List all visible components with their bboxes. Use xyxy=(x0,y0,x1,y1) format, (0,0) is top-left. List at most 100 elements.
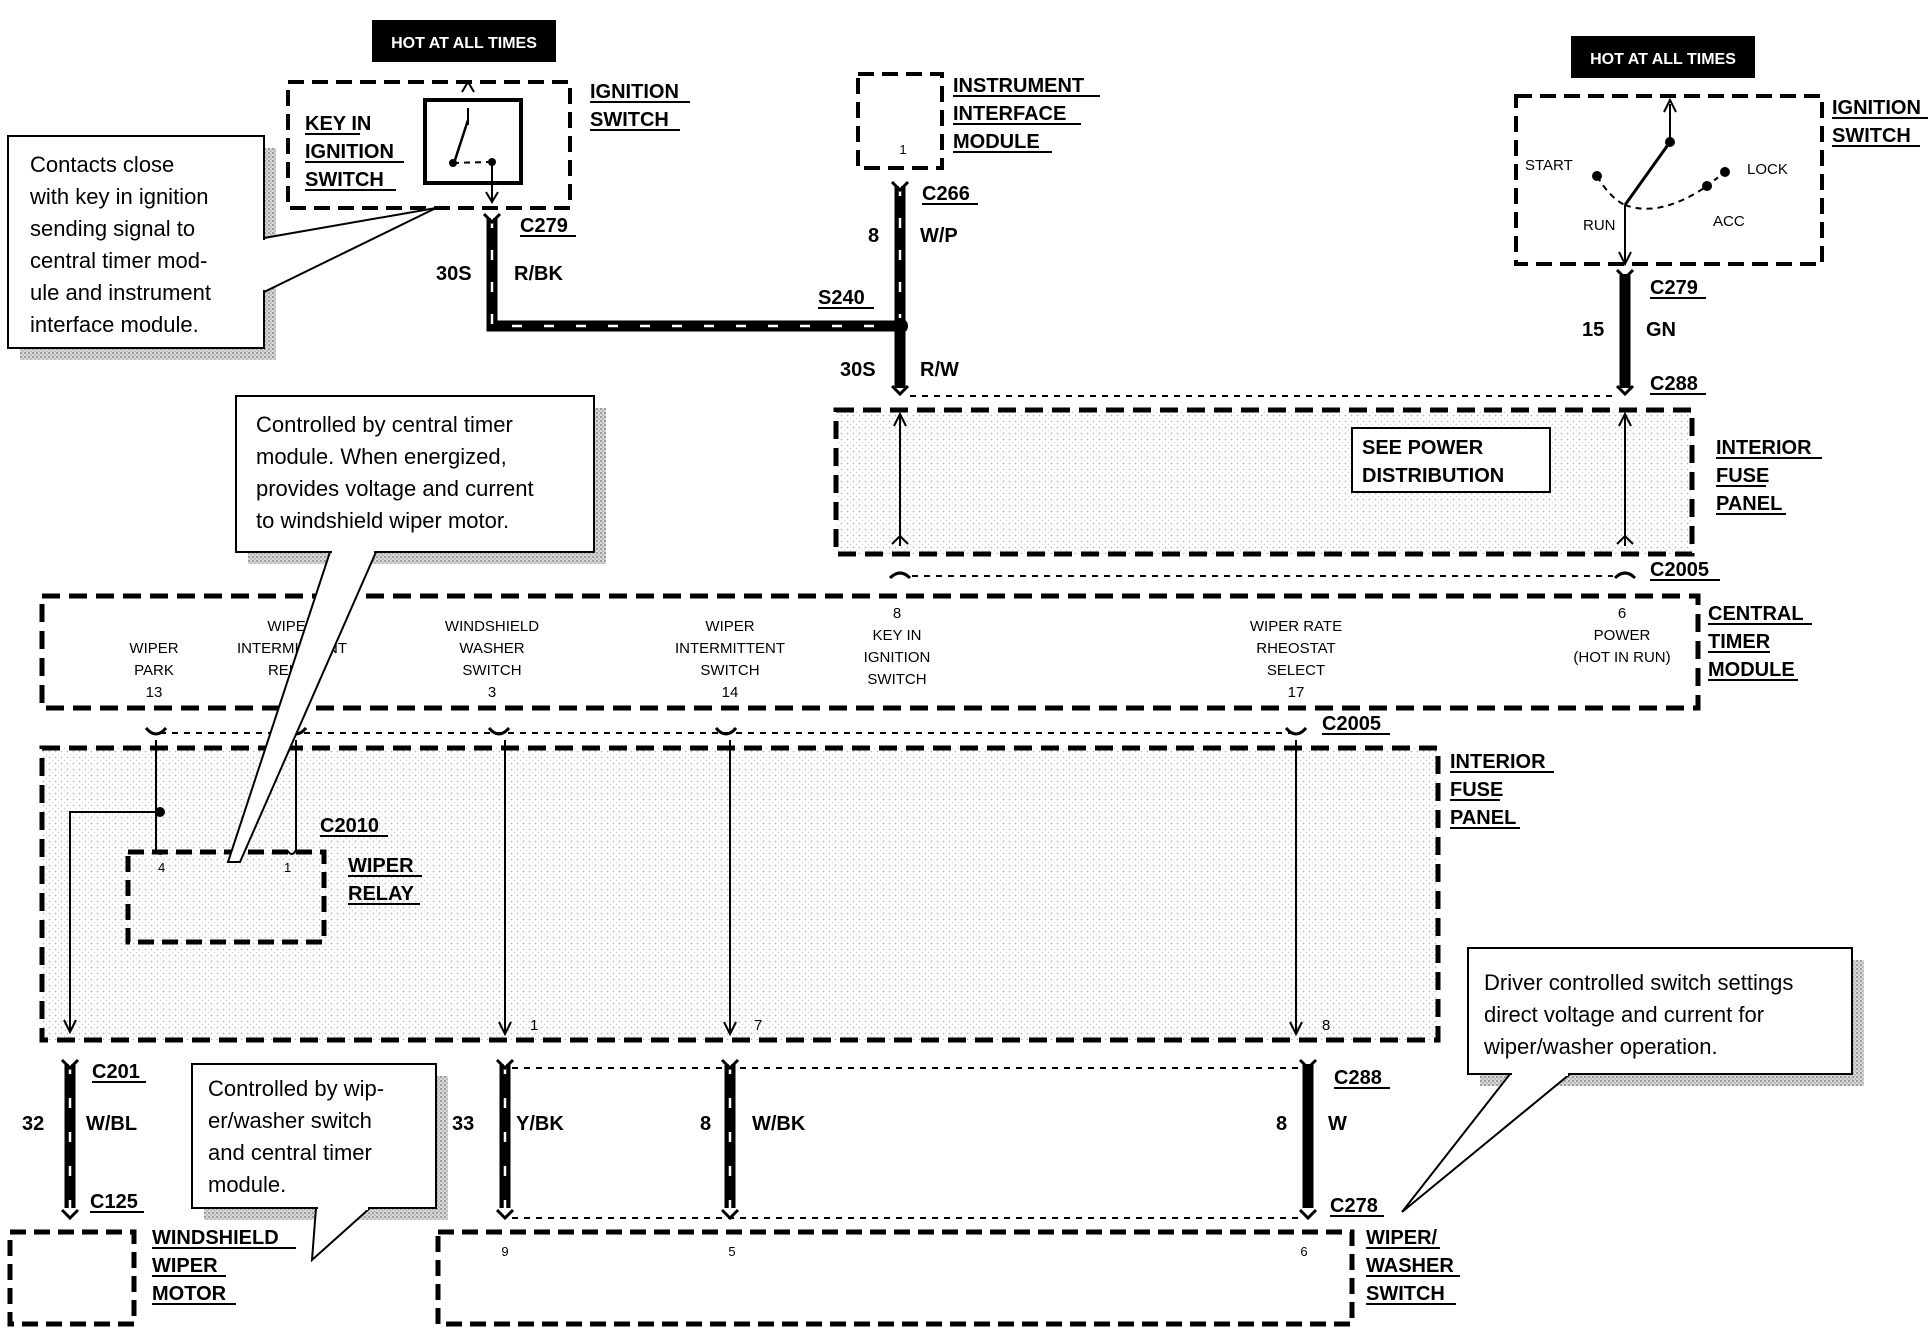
svg-text:33: 33 xyxy=(452,1113,474,1135)
callout-relay: Controlled by central timer module. When… xyxy=(226,395,606,863)
svg-text:Controlled by wip-: Controlled by wip- xyxy=(208,1076,384,1101)
windshield-wiper-motor: WINDSHIELD WIPER MOTOR xyxy=(7,1227,296,1327)
wire-wp-c266: C266 8 W/P xyxy=(868,180,978,326)
svg-text:W/BL: W/BL xyxy=(86,1113,137,1135)
svg-text:direct voltage and current for: direct voltage and current for xyxy=(1484,1002,1764,1027)
svg-text:SEE POWER: SEE POWER xyxy=(1362,437,1484,459)
ctm-pin-ws-washer: WINDSHIELD WASHER SWITCH 3 xyxy=(445,618,539,701)
svg-text:INTERIOR: INTERIOR xyxy=(1450,751,1546,773)
svg-text:14: 14 xyxy=(722,684,739,701)
wire-rw: 30S R/W xyxy=(840,326,959,397)
svg-text:wiper/washer operation.: wiper/washer operation. xyxy=(1483,1034,1718,1059)
svg-text:8: 8 xyxy=(1276,1113,1287,1135)
svg-text:PANEL: PANEL xyxy=(1716,493,1782,515)
hot-at-all-times-right: HOT AT ALL TIMES xyxy=(1571,36,1755,78)
svg-text:PARK: PARK xyxy=(134,662,174,679)
svg-text:R/W: R/W xyxy=(920,359,959,381)
wiper-washer-switch: 9 5 6 WIPER/ WASHER SWITCH xyxy=(435,1227,1460,1327)
svg-text:9: 9 xyxy=(501,1244,508,1259)
wiper-relay: 4 1 WIPER RELAY C2010 xyxy=(125,815,422,945)
svg-text:er/washer switch: er/washer switch xyxy=(208,1108,372,1133)
ctm-pin-wiper-int-switch: WIPER INTERMITTENT SWITCH 14 xyxy=(675,618,785,701)
svg-text:provides voltage and current: provides voltage and current xyxy=(256,476,534,501)
svg-text:POWER: POWER xyxy=(1594,627,1651,644)
svg-text:C2005: C2005 xyxy=(1322,713,1381,735)
svg-text:PANEL: PANEL xyxy=(1450,807,1516,829)
svg-text:Controlled by central timer: Controlled by central timer xyxy=(256,412,513,437)
fuse-panel-internal-wires: 1 7 8 xyxy=(63,740,1330,1037)
connector-c288-bottom-label: C288 xyxy=(1334,1067,1390,1089)
svg-text:30S: 30S xyxy=(436,263,472,285)
svg-text:to windshield wiper motor.: to windshield wiper motor. xyxy=(256,508,509,533)
svg-text:15: 15 xyxy=(1582,319,1604,341)
svg-text:HOT AT ALL TIMES: HOT AT ALL TIMES xyxy=(391,35,537,52)
svg-text:Y/BK: Y/BK xyxy=(516,1113,564,1135)
svg-text:FUSE: FUSE xyxy=(1716,465,1769,487)
wire-wbl-c201: C201 32 W/BL C125 xyxy=(22,1058,146,1221)
svg-text:C288: C288 xyxy=(1650,373,1698,395)
ign-left-title-2: SWITCH xyxy=(590,109,669,131)
svg-text:4: 4 xyxy=(158,860,165,875)
svg-text:6: 6 xyxy=(1300,1244,1307,1259)
svg-text:1: 1 xyxy=(899,142,906,157)
svg-text:1: 1 xyxy=(530,1017,538,1034)
svg-text:S240: S240 xyxy=(818,287,865,309)
svg-text:SWITCH: SWITCH xyxy=(462,662,521,679)
svg-text:C279: C279 xyxy=(1650,277,1698,299)
wire-rbk-c279-left: C279 30S R/BK xyxy=(436,212,900,332)
svg-text:WASHER: WASHER xyxy=(459,640,524,657)
svg-text:13: 13 xyxy=(146,684,163,701)
svg-text:TIMER: TIMER xyxy=(1708,631,1771,653)
svg-text:(HOT IN RUN): (HOT IN RUN) xyxy=(1573,649,1670,666)
ign-left-inner-3: SWITCH xyxy=(305,169,384,191)
svg-text:INTERIOR: INTERIOR xyxy=(1716,437,1812,459)
svg-text:module. When energized,: module. When energized, xyxy=(256,444,507,469)
svg-text:8: 8 xyxy=(1322,1017,1330,1034)
svg-text:C201: C201 xyxy=(92,1061,140,1083)
svg-text:SWITCH: SWITCH xyxy=(1366,1283,1445,1305)
interior-fuse-panel-mid: INTERIOR FUSE PANEL xyxy=(39,745,1554,1043)
svg-text:INSTRUMENT: INSTRUMENT xyxy=(953,75,1084,97)
interior-fuse-panel-top: SEE POWER DISTRIBUTION INTERIOR FUSE PAN… xyxy=(833,407,1822,557)
svg-text:17: 17 xyxy=(1288,684,1305,701)
wire-ybk: 33 Y/BK xyxy=(452,1058,564,1221)
svg-text:central timer mod-: central timer mod- xyxy=(30,248,207,273)
svg-text:8: 8 xyxy=(700,1113,711,1135)
instrument-interface-module: 1 INSTRUMENT INTERFACE MODULE xyxy=(856,72,1100,170)
connector-c2005-mid: C2005 xyxy=(144,713,1390,736)
svg-text:7: 7 xyxy=(754,1017,762,1034)
svg-text:INTERFACE: INTERFACE xyxy=(953,103,1066,125)
ign-left-inner-2: IGNITION xyxy=(305,141,394,163)
ignition-switch-right: START LOCK RUN ACC IGNITION SWITCH xyxy=(1514,94,1928,267)
svg-text:interface module.: interface module. xyxy=(30,312,199,337)
svg-text:IGNITION: IGNITION xyxy=(1832,97,1921,119)
svg-text:START: START xyxy=(1525,157,1573,174)
ctm-pin-rheostat: WIPER RATE RHEOSTAT SELECT 17 xyxy=(1250,618,1342,701)
svg-text:CENTRAL: CENTRAL xyxy=(1708,603,1804,625)
ignition-switch-left: KEY IN IGNITION SWITCH IGNITION SWITCH xyxy=(286,80,690,210)
svg-text:module.: module. xyxy=(208,1172,286,1197)
svg-text:Driver controlled switch setti: Driver controlled switch settings xyxy=(1484,970,1793,995)
svg-text:GN: GN xyxy=(1646,319,1676,341)
svg-text:MODULE: MODULE xyxy=(953,131,1040,153)
svg-text:DISTRIBUTION: DISTRIBUTION xyxy=(1362,465,1504,487)
wire-wbk: 8 W/BK xyxy=(700,1058,806,1221)
ctm-pin-power: 6 POWER (HOT IN RUN) xyxy=(1573,605,1670,666)
svg-text:WINDSHIELD: WINDSHIELD xyxy=(445,618,539,635)
svg-text:1: 1 xyxy=(284,860,291,875)
svg-text:WASHER: WASHER xyxy=(1366,1255,1454,1277)
connector-c2005-top: C2005 xyxy=(888,559,1720,581)
svg-text:C278: C278 xyxy=(1330,1195,1378,1217)
connector-c288-top-label: C288 xyxy=(1650,373,1706,395)
svg-text:RELAY: RELAY xyxy=(348,883,415,905)
svg-text:C288: C288 xyxy=(1334,1067,1382,1089)
svg-text:C279: C279 xyxy=(520,215,568,237)
svg-text:6: 6 xyxy=(1618,605,1626,622)
svg-text:C2005: C2005 xyxy=(1650,559,1709,581)
svg-text:WIPER: WIPER xyxy=(348,855,414,877)
callout-driver: Driver controlled switch settings direct… xyxy=(1401,947,1864,1213)
svg-text:ACC: ACC xyxy=(1713,213,1745,230)
svg-text:HOT AT ALL TIMES: HOT AT ALL TIMES xyxy=(1590,51,1736,68)
svg-text:WIPER: WIPER xyxy=(705,618,754,635)
